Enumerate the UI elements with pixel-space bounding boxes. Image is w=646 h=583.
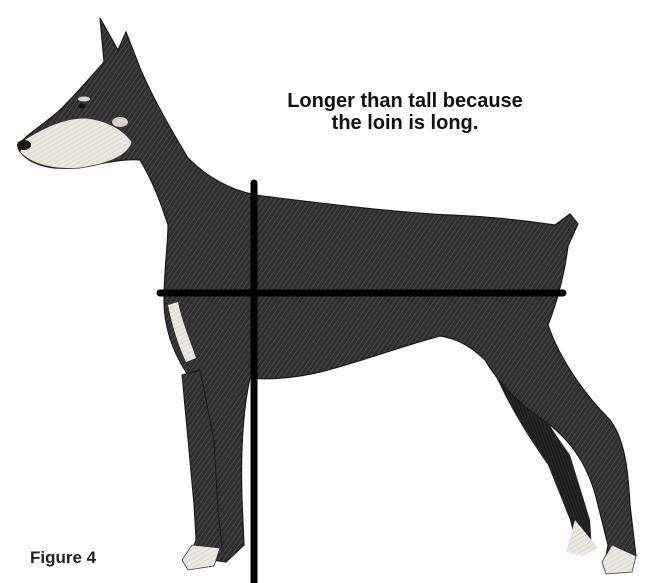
eye [78, 104, 86, 109]
caption-text: Longer than tall because the loin is lon… [235, 90, 575, 134]
tan-cheek-marking [112, 117, 128, 127]
tan-eyebrow-marking [78, 97, 90, 102]
caption-line-2: the loin is long. [235, 112, 575, 134]
figure-label: Figure 4 [30, 548, 96, 568]
caption-line-1: Longer than tall because [235, 90, 575, 112]
nose [17, 140, 31, 150]
